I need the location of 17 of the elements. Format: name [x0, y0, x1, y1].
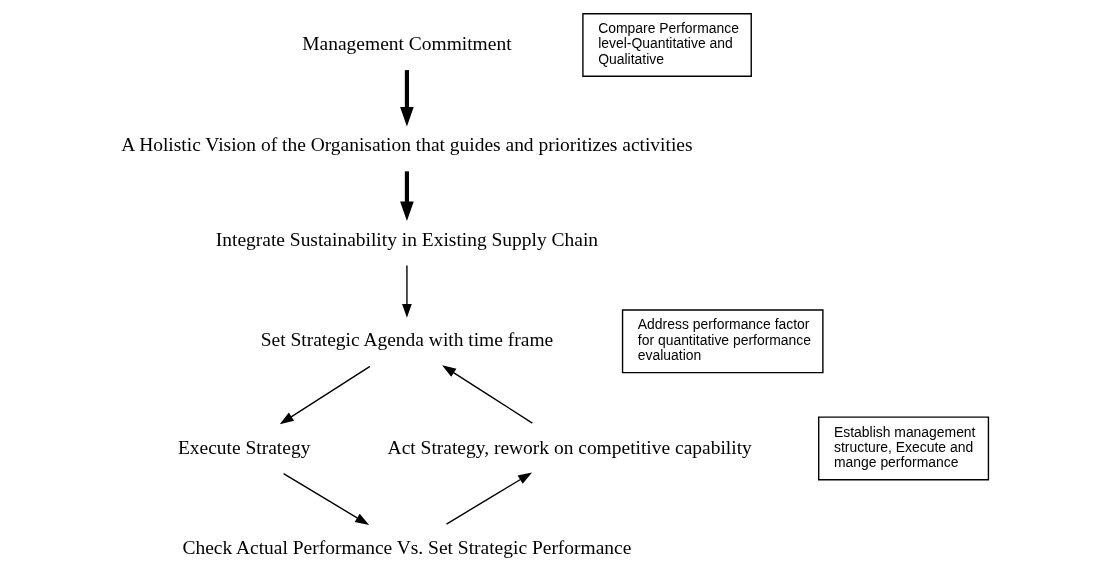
arrow: [399, 171, 414, 222]
node-text: Check Actual Performance Vs. Set Strategic Performance: [181, 537, 631, 559]
node-box: Compare Performance level-Quantitative and Qualitative: [581, 13, 752, 77]
node-box: Address performance factor for quantitative performance evaluation: [621, 309, 824, 374]
node-text: A Holistic Vision of the Organisation that guides and prioritizes activities: [120, 133, 693, 155]
arrow: [282, 472, 369, 526]
arrow: [399, 70, 414, 127]
arrow: [441, 365, 533, 424]
arrow: [445, 472, 532, 525]
node-text: Integrate Sustainability in Existing Supply Chain: [215, 228, 598, 250]
arrow: [401, 264, 412, 318]
node-box: Establish management structure, Execute and mange performance: [817, 416, 989, 481]
node-text: Act Strategy, rework on competitive capability: [387, 436, 752, 458]
node-text: Management Commitment: [301, 33, 512, 55]
node-text: Execute Strategy: [177, 436, 310, 458]
node-text: Set Strategic Agenda with time frame: [260, 329, 553, 351]
arrow: [279, 365, 371, 425]
